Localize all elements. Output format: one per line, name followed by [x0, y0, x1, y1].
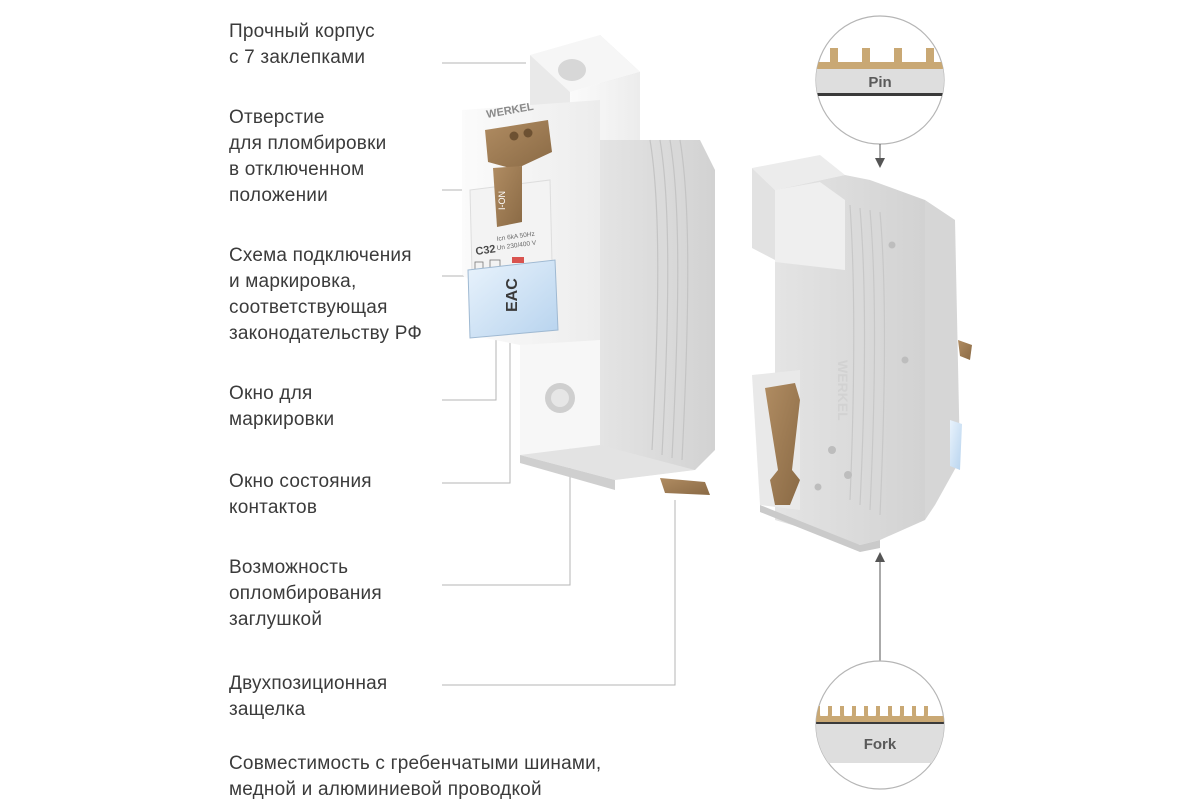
label-wiring-diagram: Схема подключения и маркировка, соответс… [229, 245, 423, 344]
fork-busbar-detail: Fork [815, 552, 945, 790]
cert-mark: EAC [504, 278, 521, 312]
contact-status-window [512, 257, 524, 263]
din-latch [660, 478, 710, 495]
pin-busbar-detail: Pin [815, 15, 945, 168]
side-latch [765, 383, 800, 505]
fork-label: Fork [864, 736, 897, 753]
label-contact-window: Окно состояния контактов [229, 471, 372, 518]
marking-window: EAC [467, 259, 559, 339]
breaker-side-view: WERKEL [752, 155, 972, 552]
leader-marking [442, 330, 497, 401]
toggle-text: I-ON [497, 191, 507, 210]
pin-label: Pin [868, 74, 891, 91]
label-cap-sealing: Возможность опломбирования заглушкой [229, 557, 382, 630]
leader-contact [442, 325, 511, 484]
svg-text:WERKEL: WERKEL [835, 360, 851, 421]
label-latch: Двухпозиционная защелка [229, 673, 388, 720]
label-marking-window: Окно для маркировки [229, 383, 335, 430]
rating-text: C32 [475, 243, 497, 258]
label-busbar-compat: Совместимость с гребенчатыми шинами, мед… [229, 753, 602, 800]
label-housing: Прочный корпус с 7 заклепками [229, 21, 375, 68]
breaker-front-view: WERKEL I-ON C32 Icn 6kA 50Hz Un 230/400 … [462, 35, 715, 495]
toggle-lever [485, 120, 552, 227]
leader-latch [442, 500, 676, 686]
label-seal-hole: Отверстие для пломбировки в отключенном … [229, 107, 387, 206]
